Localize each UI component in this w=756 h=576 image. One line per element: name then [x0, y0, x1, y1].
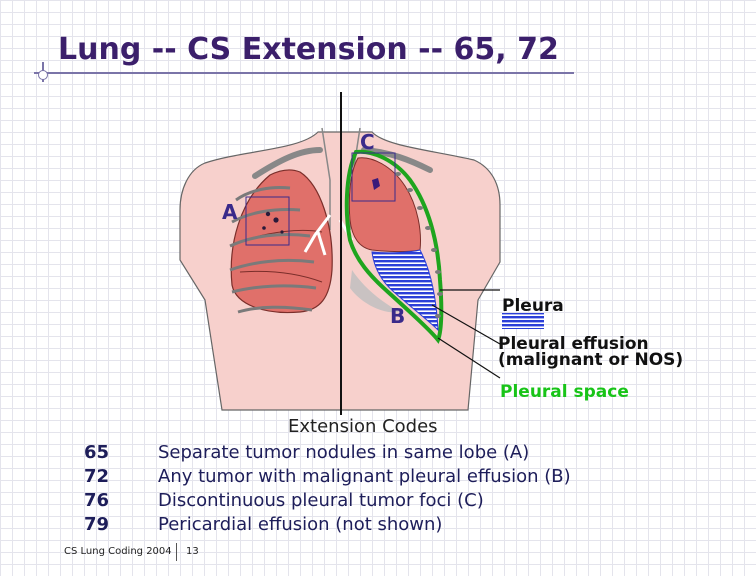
- leader-space: [437, 337, 501, 379]
- extension-codes-list: 65 Separate tumor nodules in same lobe (…: [84, 440, 571, 536]
- code-row: 76 Discontinuous pleural tumor foci (C): [84, 488, 571, 512]
- region-label-a: A: [222, 200, 238, 224]
- ribs-right: [395, 172, 443, 318]
- leader-effusion: [431, 304, 501, 345]
- nodules-a: [262, 211, 284, 234]
- code-description: Discontinuous pleural tumor foci (C): [158, 489, 484, 511]
- code-description: Separate tumor nodules in same lobe (A): [158, 441, 530, 463]
- lung-fissure-2: [239, 270, 323, 283]
- extension-codes-heading: Extension Codes: [288, 416, 438, 437]
- code-description: Pericardial effusion (not shown): [158, 513, 443, 535]
- title-accent-dot: [38, 70, 48, 80]
- legend-effusion-line2: (malignant or NOS): [498, 350, 684, 370]
- code-row: 79 Pericardial effusion (not shown): [84, 512, 571, 536]
- code-number: 65: [84, 441, 110, 463]
- right-clavicle: [361, 147, 433, 173]
- code-number: 72: [84, 465, 110, 487]
- effusion-legend-swatch: [502, 313, 544, 329]
- region-label-b: B: [390, 304, 406, 328]
- title-underline: [34, 72, 574, 74]
- pleura-outline: [344, 149, 444, 344]
- lung-viewer-right: [348, 157, 421, 252]
- legend-effusion-line1: Pleural effusion: [498, 334, 649, 354]
- slide-title: Lung -- CS Extension -- 65, 72: [58, 32, 559, 67]
- legend-pleural-space: Pleural space: [500, 382, 629, 402]
- code-row: 72 Any tumor with malignant pleural effu…: [84, 464, 571, 488]
- ribs-left: [229, 186, 317, 314]
- legend-pleura: Pleura: [502, 296, 564, 316]
- footer-source: CS Lung Coding 2004: [64, 546, 172, 557]
- code-description: Any tumor with malignant pleural effusio…: [158, 465, 571, 487]
- code-row: 65 Separate tumor nodules in same lobe (…: [84, 440, 571, 464]
- region-a-box: [245, 196, 290, 246]
- code-number: 76: [84, 489, 110, 511]
- code-number: 79: [84, 513, 110, 535]
- pleural-tumor-c: [372, 178, 380, 190]
- left-clavicle: [252, 147, 323, 179]
- neck-trachea-left: [321, 127, 331, 230]
- diaphragm-shading: [350, 270, 400, 313]
- region-label-c: C: [360, 130, 375, 154]
- pleural-effusion: [371, 249, 439, 332]
- footer-divider: [176, 543, 177, 561]
- region-c-box: [351, 152, 396, 202]
- footer-page-number: 13: [186, 546, 199, 557]
